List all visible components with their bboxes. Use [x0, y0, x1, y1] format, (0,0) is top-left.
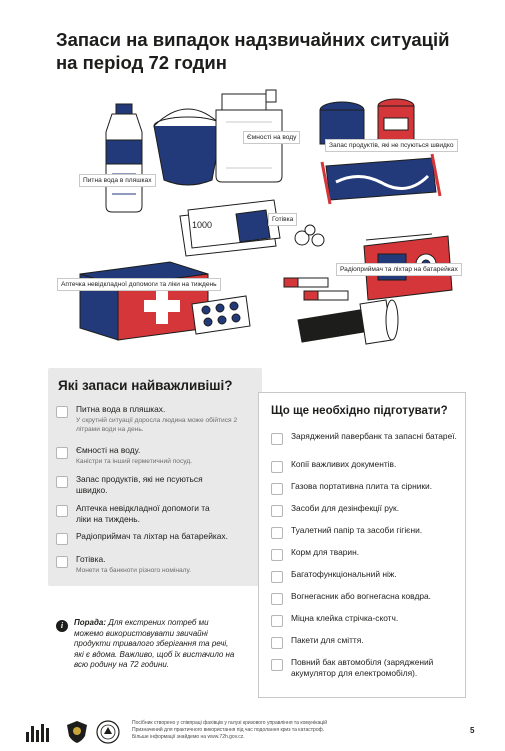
checkbox[interactable]	[271, 461, 283, 473]
checkbox[interactable]	[271, 659, 283, 671]
checklist-item-label: Готівка.	[76, 554, 106, 564]
checklist-item-label: Туалетний папір та засоби гігієни.	[291, 525, 423, 535]
checkbox[interactable]	[56, 556, 68, 568]
footer: Посібник створено у співпраці фахівців у…	[0, 716, 505, 751]
checkbox[interactable]	[271, 483, 283, 495]
checklist-item-label: Питна вода в пляшках.	[76, 404, 166, 414]
checkbox[interactable]	[271, 637, 283, 649]
checklist-item-label: Засоби для дезінфекції рук.	[291, 503, 400, 513]
batteries-drawing	[283, 277, 349, 301]
checkbox[interactable]	[271, 505, 283, 517]
footer-line1: Посібник створено у співпраці фахівців у…	[132, 720, 328, 726]
canister-drawing	[215, 89, 283, 183]
checkbox[interactable]	[56, 406, 68, 418]
supplies-illustration: 1000	[40, 88, 480, 358]
page-title-line1: Запаси на випадок надзвичайних ситуацій	[56, 29, 450, 50]
checklist-item-label: Повний бак автомобіля (заряджений акумул…	[291, 657, 434, 678]
footer-emblem-shield	[67, 721, 87, 743]
checkbox[interactable]	[271, 527, 283, 539]
checklist-item-label: Аптечка невідкладної допомоги та ліки на…	[76, 503, 210, 524]
checkbox[interactable]	[271, 615, 283, 627]
checklist-item-label: Міцна клейка стрічка-скотч.	[291, 613, 399, 623]
tip-lead: Порада:	[74, 618, 107, 627]
important-supplies-panel: Які запаси найважливіші? Питна вода в пл…	[48, 368, 262, 586]
checkbox[interactable]	[56, 505, 68, 517]
label-food: Запас продуктів, які не псуються швидко	[325, 139, 458, 152]
checkbox[interactable]	[271, 593, 283, 605]
page-title-line2: на період 72 годин	[56, 52, 227, 73]
checklist-item-label: Заряджений павербанк та запасні батареї.	[291, 431, 457, 441]
label-radio: Радіоприймач та ліхтар на батарейках	[336, 263, 462, 276]
checklist-item-label: Пакети для сміття.	[291, 635, 364, 645]
checklist-item-label: Корм для тварин.	[291, 547, 360, 557]
page-number: 5	[470, 726, 475, 735]
firstaid-drawing	[79, 261, 251, 341]
supplies-drawing: 1000	[79, 89, 453, 345]
checkbox[interactable]	[271, 433, 283, 445]
label-cash: Готівка	[268, 213, 298, 226]
cash-drawing: 1000	[179, 199, 325, 257]
checklist-item-label: Багатофункціональний ніж.	[291, 569, 397, 579]
checkbox[interactable]	[56, 476, 68, 488]
checklist-item-label: Вогнегасник або вогнегасна ковдра.	[291, 591, 432, 601]
banknote-value: 1000	[192, 220, 212, 230]
label-water: Питна вода в пляшках	[79, 174, 156, 187]
checkbox[interactable]	[56, 533, 68, 545]
tip-body: Для екстрених потреб ми можемо використо…	[74, 618, 235, 670]
flashlight-drawing	[297, 299, 399, 345]
prepare-panel: Що ще необхідно підготувати? Заряджений …	[258, 392, 466, 698]
checklist-item-label: Радіоприймач та ліхтар на батарейках.	[76, 531, 228, 541]
checkbox[interactable]	[271, 571, 283, 583]
info-icon: i	[56, 620, 68, 632]
checklist-item-note: Каністри та інший герметичний посуд.	[76, 457, 192, 465]
footer-text: Посібник створено у співпраці фахівців у…	[132, 720, 412, 741]
label-firstaid: Аптечка невідкладної допомоги та ліки на…	[57, 278, 221, 291]
page-title: Запаси на випадок надзвичайних ситуацій …	[56, 28, 476, 74]
prepare-title: Що ще необхідно підготувати?	[271, 405, 448, 417]
checkbox[interactable]	[56, 447, 68, 459]
footer-line3: Більше інформації знайдемо на www.72h.go…	[132, 734, 245, 740]
label-containers: Ємності на воду	[243, 131, 301, 144]
footer-logo-72h	[26, 724, 49, 742]
checklist-item-note: Монети та банкноти різного номіналу.	[76, 566, 191, 574]
important-supplies-title: Які запаси найважливіші?	[58, 378, 233, 393]
checklist-item-note: У скрутній ситуації доросла людина може …	[76, 416, 238, 434]
footer-emblem-round	[96, 720, 120, 744]
checklist-item-label: Ємності на воду.	[76, 445, 141, 455]
checklist-item-label: Газова портативна плита та сірники.	[291, 481, 433, 491]
tip-text: Порада: Для екстрених потреб ми можемо в…	[74, 618, 240, 671]
footer-line2: Призначений для практичного використання…	[132, 727, 325, 733]
water-bottle-drawing	[105, 103, 143, 213]
checklist-item-label: Запас продуктів, які не псуються швидко.	[76, 474, 203, 495]
checklist-item-label: Копії важливих документів.	[291, 459, 397, 469]
bucket-drawing	[153, 108, 223, 186]
checkbox[interactable]	[271, 549, 283, 561]
